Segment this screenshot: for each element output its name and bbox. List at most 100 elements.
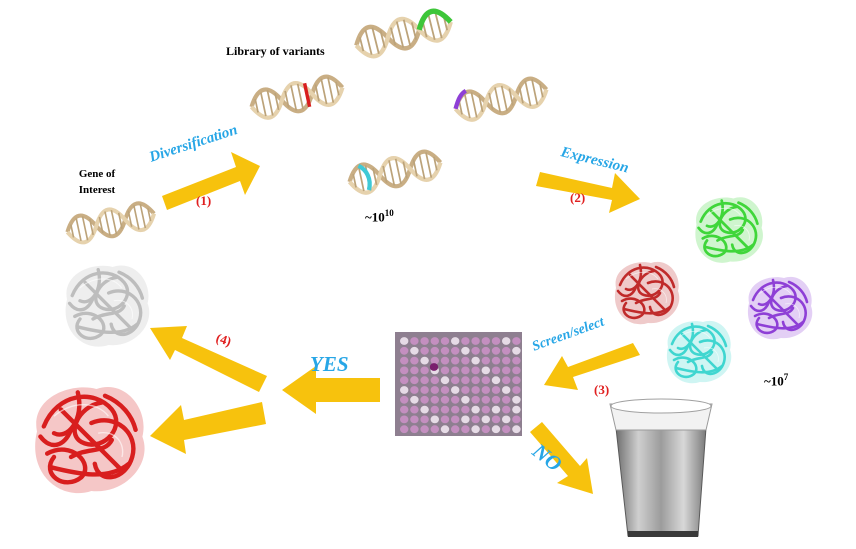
plate-well xyxy=(400,395,409,404)
plate-well xyxy=(502,405,511,414)
plate-well xyxy=(410,415,419,424)
plate-well xyxy=(502,376,511,385)
gene-label-line1: Gene of xyxy=(78,168,116,180)
plate-well xyxy=(420,395,429,404)
trash-bin-icon xyxy=(609,398,713,537)
plate-well xyxy=(471,415,480,424)
plate-well xyxy=(400,405,409,414)
plate-well xyxy=(512,356,521,365)
plate-well xyxy=(491,356,501,365)
plate-well xyxy=(430,405,439,414)
arrow-yes xyxy=(282,366,380,414)
protein-red-improved-icon xyxy=(35,387,144,493)
plate-well xyxy=(451,405,460,414)
plate-well xyxy=(451,356,460,365)
plate-well xyxy=(502,425,511,434)
plate-well xyxy=(440,356,450,365)
plate-well xyxy=(481,337,490,345)
plate-well xyxy=(512,376,521,385)
library-size-exponent: 10 xyxy=(384,208,394,218)
step-1-label: (1) xyxy=(196,193,212,208)
plate-well xyxy=(471,386,480,394)
plate-well-dark xyxy=(429,363,439,371)
plate-well xyxy=(430,376,439,385)
microplate xyxy=(395,332,522,436)
plate-well xyxy=(400,337,409,345)
plate-well xyxy=(461,366,470,375)
arrow-step4-lower xyxy=(150,402,266,454)
plate-well xyxy=(491,425,501,434)
plate-well xyxy=(410,386,419,394)
gene-of-interest-label: Gene of Interest xyxy=(62,166,132,198)
arrow-no xyxy=(530,422,593,494)
plate-well xyxy=(461,386,470,394)
plate-well xyxy=(420,337,429,345)
plate-well xyxy=(430,356,439,365)
plate-well xyxy=(502,366,511,375)
plate-well xyxy=(471,395,480,404)
protein-count-exponent: 7 xyxy=(783,372,789,382)
plate-well xyxy=(461,395,470,404)
plate-well xyxy=(440,395,450,404)
protein-darkred-icon xyxy=(613,260,681,326)
dna-variant-red-icon xyxy=(249,74,346,121)
plate-well xyxy=(420,386,429,394)
arrow-expression xyxy=(536,172,640,213)
library-size-base: ~10 xyxy=(365,209,385,225)
plate-well xyxy=(410,376,419,385)
plate-well xyxy=(481,376,490,385)
plate-well xyxy=(502,337,511,345)
plate-well xyxy=(400,386,409,394)
plate-well xyxy=(461,425,470,434)
plate-well xyxy=(440,405,450,414)
plate-well xyxy=(502,415,511,424)
plate-well xyxy=(491,415,501,424)
plate-well xyxy=(471,346,480,355)
plate-well xyxy=(400,346,409,355)
plate-well xyxy=(410,366,419,375)
plate-well xyxy=(491,405,501,414)
dna-variant-purple-icon xyxy=(452,74,549,122)
plate-well xyxy=(420,376,429,385)
plate-well xyxy=(400,366,409,375)
plate-well xyxy=(440,346,450,355)
plate-well xyxy=(430,346,439,355)
plate-well xyxy=(481,366,490,375)
plate-well xyxy=(451,366,460,375)
plate-well xyxy=(481,425,490,434)
plate-well xyxy=(461,356,470,365)
plate-well xyxy=(440,337,450,345)
arrow-step4-upper xyxy=(150,326,267,392)
plate-well xyxy=(471,366,480,375)
plate-well xyxy=(502,395,511,404)
plate-well xyxy=(491,366,501,375)
plate-well xyxy=(451,337,460,345)
plate-well xyxy=(461,346,470,355)
plate-well xyxy=(400,376,409,385)
plate-well xyxy=(400,356,409,365)
plate-well xyxy=(461,415,470,424)
plate-well xyxy=(430,395,439,404)
plate-well xyxy=(512,425,521,434)
plate-well xyxy=(491,346,501,355)
plate-well xyxy=(420,346,429,355)
plate-well xyxy=(491,337,501,345)
plate-well xyxy=(451,415,460,424)
dna-gene-of-interest-icon xyxy=(65,200,157,245)
gene-label-line2: Interest xyxy=(78,184,116,196)
plate-well xyxy=(410,395,419,404)
plate-well xyxy=(471,405,480,414)
plate-well xyxy=(502,356,511,365)
plate-well xyxy=(400,425,409,434)
plate-well xyxy=(410,337,419,345)
plate-well xyxy=(440,415,450,424)
plate-well xyxy=(440,366,450,375)
plate-well xyxy=(451,376,460,385)
plate-well xyxy=(512,395,521,404)
plate-well xyxy=(481,395,490,404)
plate-well xyxy=(400,415,409,424)
arrow-diversification xyxy=(162,152,260,210)
plate-well xyxy=(481,415,490,424)
plate-well xyxy=(451,425,460,434)
